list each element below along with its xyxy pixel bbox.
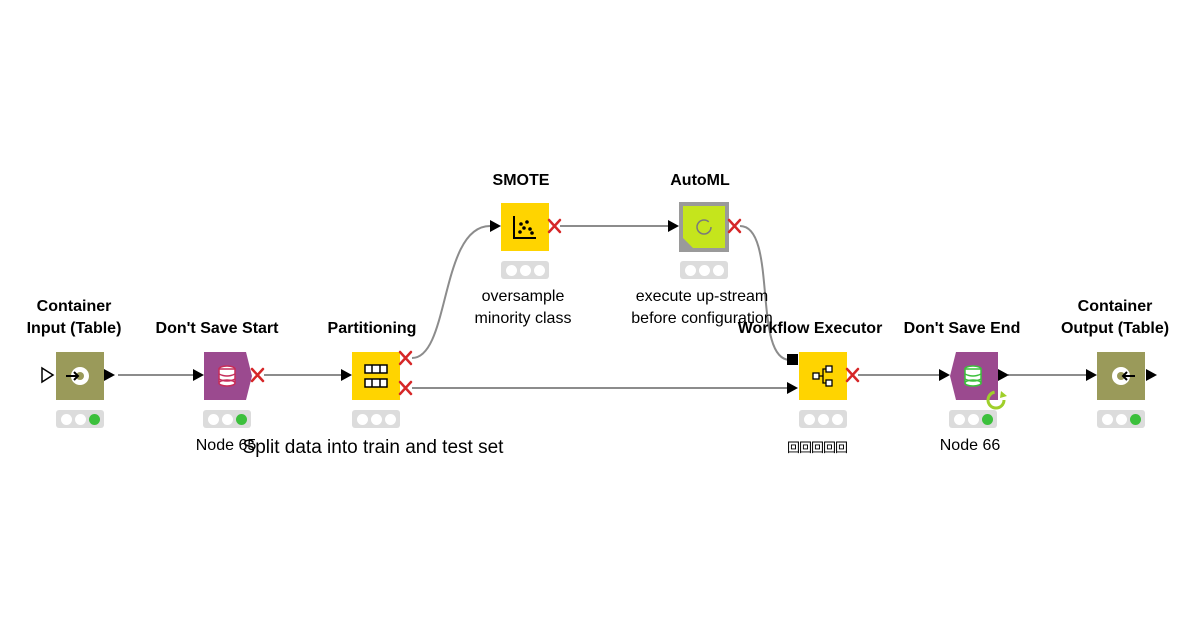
node-title-partitioning: Partitioning xyxy=(328,318,417,340)
status-workflow-executor xyxy=(799,410,847,428)
status-partitioning xyxy=(352,410,400,428)
port-arrow-automl[interactable] xyxy=(668,220,679,232)
title-line: Container xyxy=(1077,298,1153,315)
node-title-container-output: Container Output (Table) xyxy=(1061,296,1169,340)
status-smote xyxy=(501,261,549,279)
node-title-container-input: Container Input (Table) xyxy=(27,296,122,340)
title-line: Container xyxy=(36,298,112,315)
label-line: oversample xyxy=(481,288,565,305)
title-line: Input (Table) xyxy=(26,320,122,337)
status-dot xyxy=(967,413,979,425)
status-dot xyxy=(221,413,233,425)
node-title-smote: SMOTE xyxy=(493,170,550,192)
port-arrow-input-out[interactable] xyxy=(104,369,115,381)
status-dot xyxy=(370,413,382,425)
node-label-workflow-executor[interactable]: 回回回回回 xyxy=(786,440,848,455)
error-x-icon xyxy=(845,367,860,383)
status-dot xyxy=(1101,413,1113,425)
port-arrow-output[interactable] xyxy=(1086,369,1097,381)
status-dot xyxy=(953,413,965,425)
label-line: before configuration xyxy=(631,310,773,327)
status-dot xyxy=(831,413,843,425)
node-label-partitioning[interactable]: Split data into train and test set xyxy=(242,437,504,458)
workflow-tree-icon xyxy=(812,365,833,387)
error-x-icon xyxy=(250,367,265,383)
status-dot xyxy=(698,264,710,276)
status-dot xyxy=(505,264,517,276)
node-automl-body xyxy=(683,206,725,248)
status-dot xyxy=(88,413,100,425)
status-dot xyxy=(1115,413,1127,425)
status-dont-save-end xyxy=(949,410,997,428)
status-dot xyxy=(60,413,72,425)
node-label-dont-save-end[interactable]: Node 66 xyxy=(939,437,1001,454)
port-arrow-end[interactable] xyxy=(939,369,950,381)
port-arrow-end-out[interactable] xyxy=(998,369,1009,381)
title-line: SMOTE xyxy=(492,172,550,189)
status-dot xyxy=(817,413,829,425)
partition-table-icon xyxy=(364,364,388,388)
connection-automl-to-executor[interactable] xyxy=(739,225,791,361)
database-icon xyxy=(218,365,236,387)
node-title-dont-save-start: Don't Save Start xyxy=(156,318,279,340)
port-arrow-executor-data[interactable] xyxy=(787,382,798,394)
port-arrow-start[interactable] xyxy=(193,369,204,381)
label-line: minority class xyxy=(474,310,572,327)
error-x-icon xyxy=(547,218,562,234)
refresh-icon xyxy=(696,219,712,235)
status-dot xyxy=(684,264,696,276)
status-container-output xyxy=(1097,410,1145,428)
node-partitioning[interactable] xyxy=(352,352,400,400)
label-line: execute up-stream xyxy=(635,288,769,305)
node-label-automl[interactable]: execute up-stream before configuration xyxy=(631,286,772,330)
database-icon xyxy=(964,365,982,387)
port-arrow-input-in[interactable] xyxy=(41,366,55,384)
error-x-icon xyxy=(727,218,742,234)
port-arrow-smote[interactable] xyxy=(490,220,501,232)
connections xyxy=(118,225,1088,389)
status-dot xyxy=(74,413,86,425)
status-dot xyxy=(235,413,247,425)
scatter-plot-icon xyxy=(513,216,536,239)
title-line: Partitioning xyxy=(327,320,417,337)
node-title-automl: AutoML xyxy=(670,170,730,192)
status-dot xyxy=(356,413,368,425)
title-line: Output (Table) xyxy=(1060,320,1170,337)
status-dot xyxy=(207,413,219,425)
error-x-icon xyxy=(398,380,413,396)
status-dot xyxy=(981,413,993,425)
status-dot xyxy=(712,264,724,276)
title-line: AutoML xyxy=(670,172,730,189)
title-line: Workflow Executor xyxy=(737,320,883,337)
gear-icon xyxy=(66,367,89,385)
status-dont-save-start xyxy=(203,410,251,428)
title-line: Don't Save End xyxy=(903,320,1021,337)
error-x-icon xyxy=(398,350,413,366)
node-label-smote[interactable]: oversample minority class xyxy=(475,286,572,330)
node-title-workflow-executor: Workflow Executor xyxy=(738,318,883,340)
loop-icon xyxy=(986,390,1007,410)
port-executor-workflow[interactable] xyxy=(787,354,798,365)
node-label-dont-save-start[interactable]: Node 65 xyxy=(195,437,257,454)
status-container-input xyxy=(56,410,104,428)
status-dot xyxy=(533,264,545,276)
node-title-dont-save-end: Don't Save End xyxy=(904,318,1021,340)
connection-partitioning-to-smote[interactable] xyxy=(411,225,494,359)
status-dot xyxy=(1129,413,1141,425)
port-arrow-output-out[interactable] xyxy=(1146,369,1157,381)
gear-icon xyxy=(1112,367,1135,385)
status-dot xyxy=(803,413,815,425)
port-error-markers xyxy=(250,218,860,396)
automl-component-corner xyxy=(683,238,693,248)
title-line: Don't Save Start xyxy=(155,320,279,337)
input-ports xyxy=(104,220,1157,394)
port-arrow-partitioning[interactable] xyxy=(341,369,352,381)
status-automl xyxy=(680,261,728,279)
status-dot xyxy=(519,264,531,276)
status-dot xyxy=(384,413,396,425)
